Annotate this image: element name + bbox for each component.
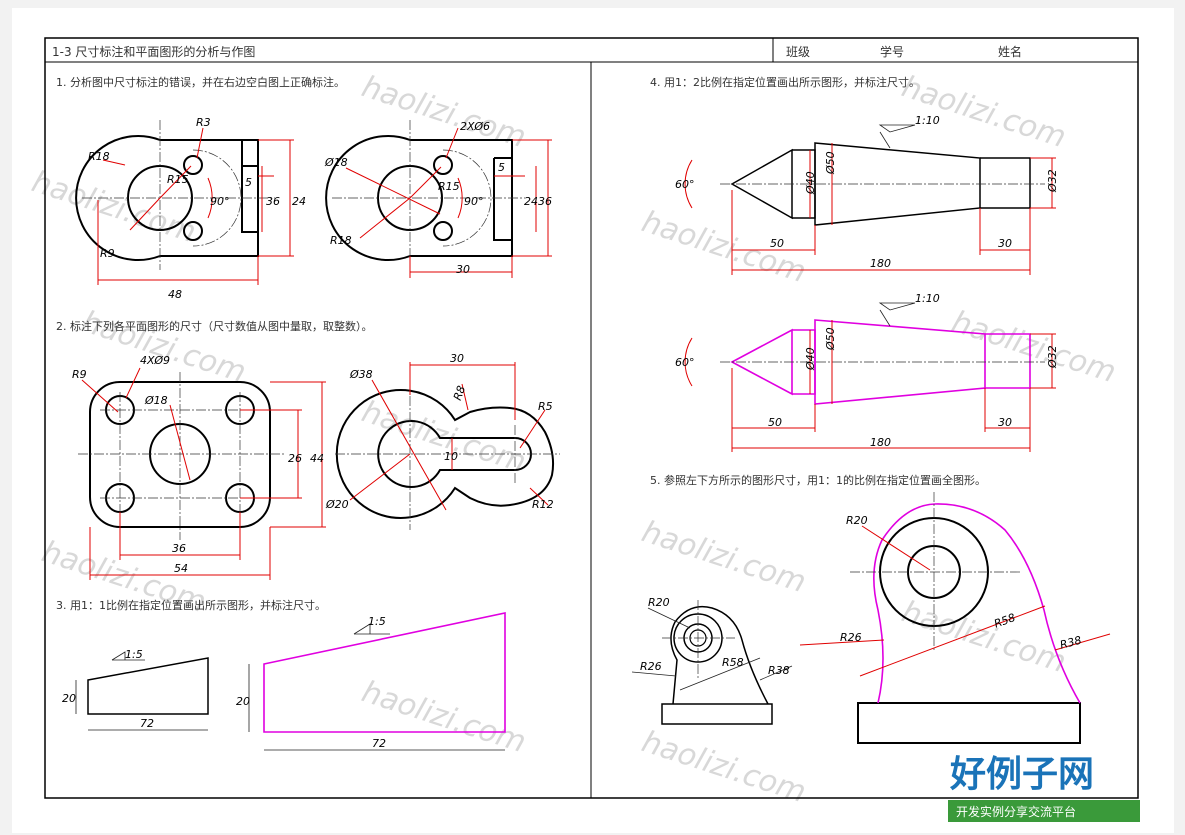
dim-r26: R26	[640, 660, 662, 673]
dim-r15: R15	[167, 173, 189, 186]
dim-d38: Ø38	[349, 368, 373, 381]
dim-d50: Ø50	[824, 151, 837, 175]
dim-d40: Ø40	[804, 347, 817, 371]
dim-72-large: 72	[372, 737, 386, 750]
figure-4-answer: 1:10 60° Ø40 Ø50 Ø32 50 30 180	[675, 292, 1059, 452]
dim-r20: R20	[648, 596, 670, 609]
brand-logo: 好例子网 开发实例分享交流平台	[948, 754, 1140, 822]
figure-5-reference: R20 R26 R58 R38	[631, 596, 793, 725]
figure-5-answer: R20 R26 R58 R38	[799, 492, 1111, 744]
dim-d50: Ø50	[824, 327, 837, 351]
dim-r5: R5	[538, 400, 553, 413]
dim-r15: R15	[438, 180, 460, 193]
figure-1b: Ø18 2XØ6 R15 R18 90° 5 24 36 30	[324, 120, 552, 278]
dim-180: 180	[870, 257, 891, 270]
figure-4-reference: 1:10 60° Ø40 Ø50 Ø32 50 30 180	[675, 114, 1059, 275]
figure-1a: R18 R3 R15 R9 90° 5 36 24 48	[75, 116, 306, 301]
dim-r58: R58	[722, 656, 744, 669]
dim-d32: Ø32	[1046, 169, 1059, 193]
dim-20-large: 20	[236, 695, 250, 708]
dim-60deg: 60°	[675, 356, 695, 369]
dim-30: 30	[998, 416, 1012, 429]
dim-r9: R9	[72, 368, 87, 381]
dim-r38: R38	[768, 664, 790, 677]
dim-24: 24	[292, 195, 306, 208]
dim-48: 48	[168, 288, 182, 301]
dim-4x9: 4XØ9	[140, 354, 170, 367]
dim-2x6: 2XØ6	[460, 120, 490, 133]
dim-72-small: 72	[140, 717, 154, 730]
dim-r8: R8	[451, 384, 468, 402]
dim-36: 36	[172, 542, 186, 555]
dim-24: 24	[524, 195, 538, 208]
figure-3-small: 1:5 20 72	[62, 648, 209, 731]
dim-50: 50	[768, 416, 782, 429]
name-label: 姓名	[998, 44, 1022, 59]
brand-slogan: 开发实例分享交流平台	[956, 804, 1076, 819]
student-no-label: 学号	[880, 44, 904, 59]
brand-name: 好例子网	[949, 754, 1094, 795]
task-3-text: 3. 用1：1比例在指定位置画出所示图形，并标注尺寸。	[56, 598, 326, 612]
dim-36: 36	[266, 195, 280, 208]
taper-ref: 1:10	[915, 114, 940, 127]
dim-5: 5	[498, 161, 505, 174]
dim-r18: R18	[88, 150, 110, 163]
dim-44: 44	[310, 452, 324, 465]
dim-36: 36	[538, 195, 552, 208]
dim-180: 180	[870, 436, 891, 449]
dim-60deg: 60°	[675, 178, 695, 191]
dim-r3: R3	[196, 116, 211, 129]
dim-30: 30	[456, 263, 470, 276]
class-label: 班级	[786, 45, 810, 59]
dim-r26: R26	[840, 631, 862, 644]
taper-ans: 1:10	[915, 292, 940, 305]
dim-54: 54	[174, 562, 188, 575]
task-1-text: 1. 分析图中尺寸标注的错误，并在右边空白图上正确标注。	[56, 75, 345, 89]
dim-r9: R9	[100, 247, 115, 260]
dim-26: 26	[288, 452, 302, 465]
task-4-text: 4. 用1：2比例在指定位置画出所示图形，并标注尺寸。	[650, 75, 920, 89]
dim-30: 30	[450, 352, 464, 365]
dim-90deg: 90°	[210, 195, 230, 208]
dim-r38: R38	[1059, 634, 1083, 652]
dim-d40: Ø40	[804, 171, 817, 195]
figure-2b: Ø38 30 R8 R5 10 Ø20 R12	[325, 352, 560, 530]
figure-3-large: 1:5 20 72	[236, 612, 506, 751]
task-5-text: 5. 参照左下方所示的图形尺寸，用1：1的比例在指定位置画全图形。	[650, 473, 986, 487]
dim-90deg: 90°	[464, 195, 484, 208]
dim-30: 30	[998, 237, 1012, 250]
dim-d18: Ø18	[144, 394, 168, 407]
taper-large: 1:5	[368, 615, 386, 628]
dim-r18: R18	[330, 234, 352, 247]
dim-r12: R12	[532, 498, 554, 511]
dim-20-small: 20	[62, 692, 76, 705]
dim-d20: Ø20	[325, 498, 349, 511]
taper-small: 1:5	[125, 648, 143, 661]
task-2-text: 2. 标注下列各平面图形的尺寸（尺寸数值从图中量取，取整数）。	[56, 319, 373, 333]
dim-50: 50	[770, 237, 784, 250]
dim-r20: R20	[846, 514, 868, 527]
dim-10: 10	[444, 450, 458, 463]
dim-d18: Ø18	[324, 156, 348, 169]
figure-2a: R9 4XØ9 Ø18 26 44 36 54	[72, 354, 326, 580]
dim-5: 5	[245, 176, 252, 189]
dim-d32: Ø32	[1046, 345, 1059, 369]
sheet-title: 1-3 尺寸标注和平面图形的分析与作图	[52, 44, 255, 59]
